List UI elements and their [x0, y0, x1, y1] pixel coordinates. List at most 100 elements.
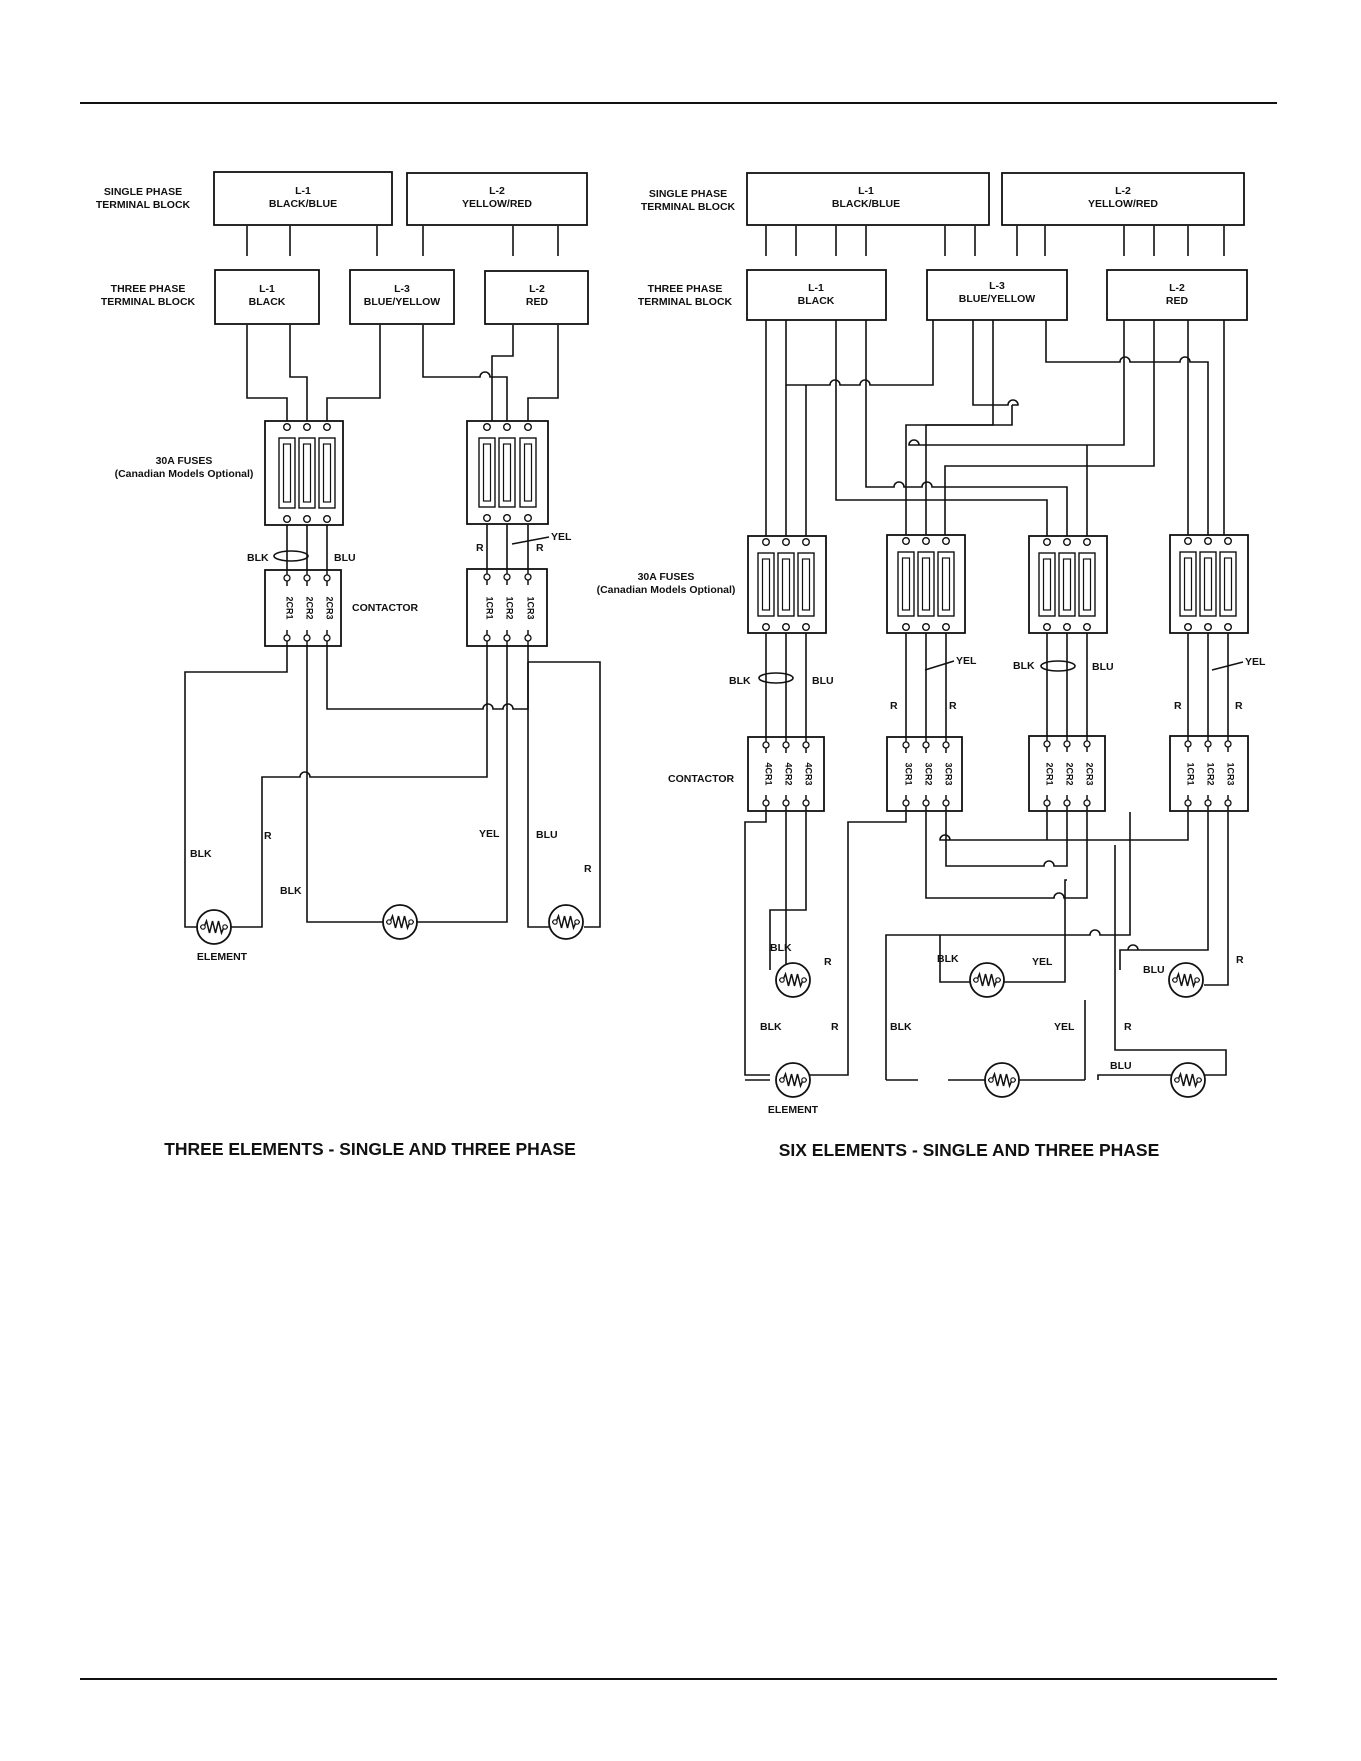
fuse-terminal — [1223, 623, 1232, 632]
svg-text:1CR2: 1CR2 — [505, 596, 515, 619]
svg-text:BLK: BLK — [729, 675, 751, 687]
fuse-terminal — [483, 514, 492, 523]
fuse-terminal — [323, 515, 332, 524]
contact-terminal — [922, 741, 930, 749]
right-element-label: ELEMENT — [768, 1104, 819, 1116]
contact-terminal — [782, 799, 790, 807]
svg-text:L-1: L-1 — [295, 185, 311, 197]
svg-text:YELLOW/RED: YELLOW/RED — [1088, 198, 1158, 210]
fuse-terminal — [303, 515, 312, 524]
fuse-terminal — [1223, 537, 1232, 546]
contact-terminal — [503, 573, 511, 581]
resistor-zigzag — [1174, 1071, 1202, 1089]
fuse-terminal — [762, 623, 771, 632]
left-single-phase-label: SINGLE PHASE — [104, 186, 182, 198]
svg-text:BLACK/BLUE: BLACK/BLUE — [832, 198, 900, 210]
fuse-set — [757, 538, 815, 632]
svg-text:BLK: BLK — [770, 942, 792, 954]
left-three-phase-label: THREE PHASE — [111, 283, 186, 295]
contact-terminal — [524, 634, 532, 642]
svg-text:L-1: L-1 — [808, 282, 824, 294]
left-single-phase-block-l1: L-1 BLACK/BLUE — [213, 171, 393, 226]
svg-text:R: R — [264, 830, 272, 842]
fuse-terminal — [1042, 538, 1051, 547]
fuse-element — [1183, 557, 1193, 611]
fuse-terminal — [942, 623, 951, 632]
heating-element-icon — [984, 1062, 1020, 1098]
contactor-contacts — [283, 570, 331, 646]
svg-text:RED: RED — [1166, 295, 1189, 307]
contact-terminal — [942, 741, 950, 749]
svg-text:BLU: BLU — [1143, 964, 1165, 976]
contact-terminal — [1043, 740, 1051, 748]
fuse-element — [302, 443, 312, 503]
contactor-contacts — [483, 569, 532, 646]
fuse-terminal — [1082, 623, 1091, 632]
contact-terminal — [1043, 799, 1051, 807]
left-caption: THREE ELEMENTS - SINGLE AND THREE PHASE — [164, 1139, 576, 1159]
svg-text:L-3: L-3 — [989, 280, 1005, 292]
fuse-terminal — [942, 537, 951, 546]
fuse-terminal — [782, 623, 791, 632]
svg-text:3CR1: 3CR1 — [904, 762, 914, 785]
fuse-set — [1179, 537, 1237, 632]
right-single-phase-block-l1: L-1 BLACK/BLUE — [746, 172, 990, 226]
contact-terminal — [902, 741, 910, 749]
contact-terminal — [503, 634, 511, 642]
svg-text:BLK: BLK — [190, 848, 212, 860]
fuse-terminal — [1062, 538, 1071, 547]
heating-element-icon — [382, 904, 418, 940]
left-wires — [184, 226, 601, 928]
svg-text:2CR2: 2CR2 — [1065, 762, 1075, 785]
svg-text:YEL: YEL — [551, 531, 572, 543]
element-terminal — [988, 1077, 994, 1083]
contact-terminal — [283, 634, 291, 642]
contact-terminal — [524, 573, 532, 581]
svg-text:YEL: YEL — [956, 655, 977, 667]
svg-text:4CR1: 4CR1 — [764, 762, 774, 785]
svg-text:2CR1: 2CR1 — [1045, 762, 1055, 785]
heating-element-icon — [775, 1062, 811, 1098]
svg-text:1CR2: 1CR2 — [1206, 762, 1216, 785]
svg-text:R: R — [1236, 954, 1244, 966]
svg-text:BLU: BLU — [1110, 1060, 1132, 1072]
svg-text:TERMINAL BLOCK: TERMINAL BLOCK — [96, 199, 191, 211]
fuse-element — [921, 557, 931, 611]
element-terminal — [222, 924, 228, 930]
svg-text:L-2: L-2 — [529, 283, 545, 295]
fuse-element — [1062, 558, 1072, 611]
svg-text:3CR2: 3CR2 — [924, 762, 934, 785]
svg-text:1CR1: 1CR1 — [485, 596, 495, 619]
left-fuses-label: 30A FUSES — [156, 455, 213, 467]
right-contactor-2: 3CR1 3CR2 3CR3 — [886, 736, 963, 812]
heating-element-icon — [196, 909, 232, 945]
svg-text:1CR1: 1CR1 — [1186, 762, 1196, 785]
fuse-element — [761, 558, 771, 611]
right-single-phase-block-l2: L-2 YELLOW/RED — [1001, 172, 1245, 226]
right-single-phase-label: SINGLE PHASE — [649, 188, 727, 200]
fuse-terminal — [524, 514, 533, 523]
svg-text:2CR3: 2CR3 — [1085, 762, 1095, 785]
svg-text:L-2: L-2 — [489, 185, 505, 197]
heating-element-icon — [775, 962, 811, 998]
fuse-element — [941, 557, 951, 611]
element-terminal — [801, 1077, 807, 1083]
resistor-zigzag — [200, 918, 228, 936]
svg-text:TERMINAL BLOCK: TERMINAL BLOCK — [101, 296, 196, 308]
resistor-zigzag — [988, 1071, 1016, 1089]
fuse-element — [502, 443, 512, 502]
svg-text:L-1: L-1 — [858, 185, 874, 197]
right-three-phase-block-l1: L-1 BLACK — [746, 269, 887, 321]
fuse-terminal — [1042, 623, 1051, 632]
right-fuses-label: 30A FUSES — [638, 571, 695, 583]
svg-text:R: R — [890, 700, 898, 712]
fuse-element — [482, 443, 492, 502]
resistor-zigzag — [779, 971, 807, 989]
fuse-terminal — [1183, 537, 1192, 546]
svg-text:BLU: BLU — [334, 552, 356, 564]
right-three-phase-label: THREE PHASE — [648, 283, 723, 295]
svg-text:L-1: L-1 — [259, 283, 275, 295]
contact-terminal — [1204, 740, 1212, 748]
element-terminal — [1196, 1077, 1202, 1083]
svg-text:BLUE/YELLOW: BLUE/YELLOW — [959, 293, 1036, 305]
